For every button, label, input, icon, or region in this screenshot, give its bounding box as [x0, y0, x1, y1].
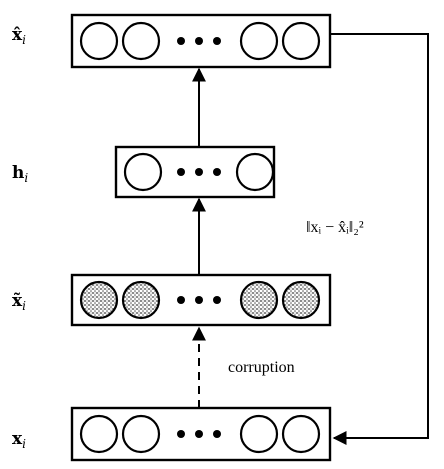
output-layer-label: x̂i: [12, 25, 26, 47]
output-node-2: [121, 21, 161, 61]
reconstruction-loss-connector: [330, 33, 429, 445]
input-node-4: [281, 414, 321, 454]
reconstruction-loss-label: ‖xᵢ − x̂ᵢ‖₂²: [306, 219, 364, 236]
input-node-1: [79, 414, 119, 454]
corrupted-ellipsis-dot-2: [195, 296, 203, 304]
output-node-4: [281, 21, 321, 61]
output-layer: [70, 13, 332, 69]
corrupted-node-1: [79, 280, 119, 320]
corrupted-node-3: [239, 280, 279, 320]
input-layer: [70, 406, 332, 462]
hidden-node-1: [123, 152, 163, 192]
input-node-2: [121, 414, 161, 454]
output-node-1: [79, 21, 119, 61]
corrupted-node-4: [281, 280, 321, 320]
hidden-layer-label: hi: [12, 163, 28, 185]
hidden-ellipsis-dot-1: [177, 168, 185, 176]
corrupted-ellipsis-dot-1: [177, 296, 185, 304]
output-node-3: [239, 21, 279, 61]
input-ellipsis-dot-2: [195, 430, 203, 438]
corrupted-layer: [70, 273, 332, 327]
hidden-layer: [114, 145, 276, 199]
input-layer-label: xi: [12, 429, 26, 451]
output-ellipsis-dot-2: [195, 37, 203, 45]
corrupted-layer-label: x̃i: [12, 291, 26, 313]
corrupted-ellipsis-dot-3: [213, 296, 221, 304]
corrupted-node-2: [121, 280, 161, 320]
corruption-label: corruption: [228, 359, 295, 376]
input-ellipsis-dot-1: [177, 430, 185, 438]
hidden-ellipsis-dot-3: [213, 168, 221, 176]
hidden-node-2: [235, 152, 275, 192]
output-ellipsis-dot-1: [177, 37, 185, 45]
input-ellipsis-dot-3: [213, 430, 221, 438]
input-node-3: [239, 414, 279, 454]
output-ellipsis-dot-3: [213, 37, 221, 45]
hidden-ellipsis-dot-2: [195, 168, 203, 176]
